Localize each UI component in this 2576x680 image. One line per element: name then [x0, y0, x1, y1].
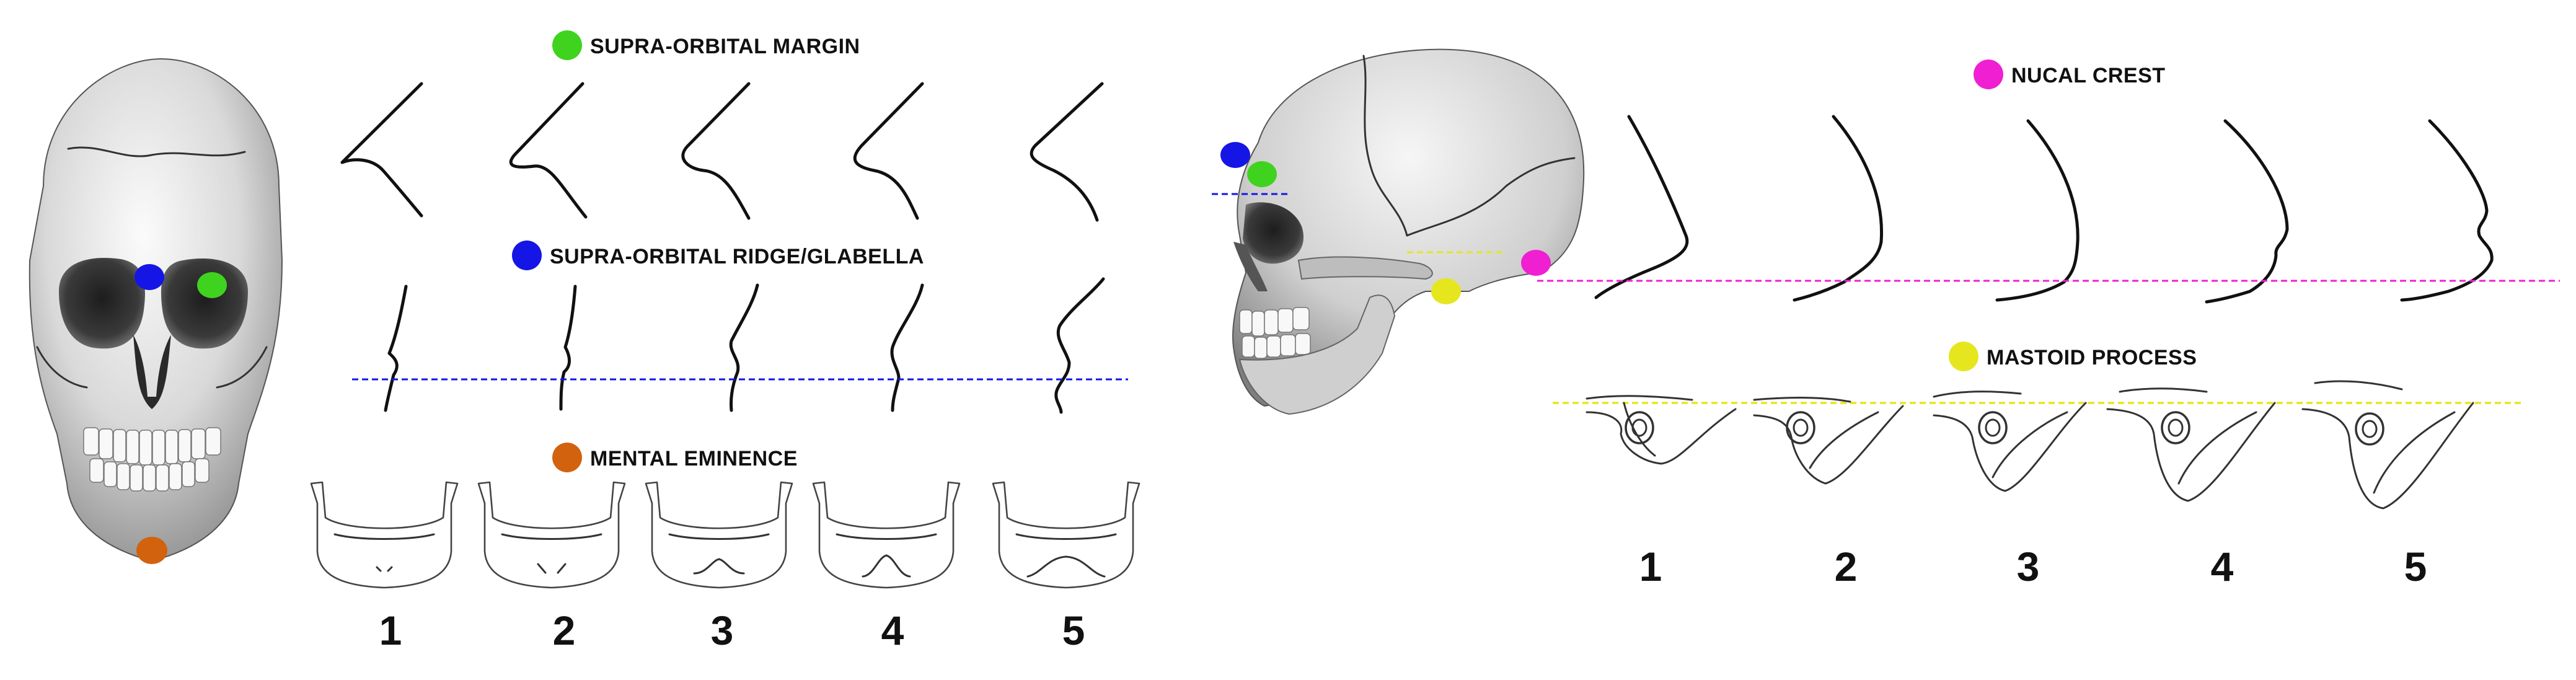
supra-orbital-margin-marker	[197, 272, 227, 298]
supra-orbital-margin-profile-5	[1030, 82, 1104, 222]
mandible-5	[992, 481, 1140, 589]
nucal-crest-header: NUCAL CREST	[1974, 60, 2166, 89]
nucal-crest-legend-dot	[1974, 60, 2003, 89]
glabella-marker	[135, 264, 164, 290]
right-score-1: 1	[1639, 544, 1662, 589]
left-score-numbers: 1 2 3 4 5	[379, 607, 1085, 653]
nucal-crest-profile-5	[2400, 119, 2494, 302]
mastoid-profile-5	[2301, 380, 2474, 510]
left-score-4: 4	[881, 607, 904, 653]
supra-orbital-margin-profile-2	[509, 82, 588, 219]
right-score-2: 2	[1835, 544, 1858, 589]
mastoid-process-profiles	[1586, 380, 2474, 510]
nucal-crest-profiles	[1594, 115, 2494, 304]
nucal-crest-profile-4	[2205, 119, 2289, 304]
mental-eminence-label: MENTAL EMINENCE	[590, 447, 798, 470]
left-score-1: 1	[379, 607, 402, 653]
mastoid-profile-4	[2106, 387, 2276, 502]
glabella-profile-3	[729, 283, 759, 412]
right-score-4: 4	[2211, 544, 2234, 589]
mandible-1	[310, 481, 459, 589]
glabella-profile-5	[1054, 277, 1105, 414]
glabella-label: SUPRA-ORBITAL RIDGE/GLABELLA	[550, 245, 924, 268]
mental-eminence-legend-dot	[552, 443, 582, 472]
mandible-2	[477, 481, 626, 589]
right-score-numbers: 1 2 3 4 5	[1639, 544, 2427, 589]
supra-orbital-margin-profile-3	[681, 82, 751, 220]
lateral-skull-icon	[1232, 48, 1585, 415]
left-score-3: 3	[711, 607, 734, 653]
glabella-profile-2	[559, 285, 577, 411]
mastoid-process-label: MASTOID PROCESS	[1987, 346, 2197, 369]
mastoid-profile-1	[1586, 395, 1737, 465]
mental-eminence-header: MENTAL EMINENCE	[552, 443, 798, 472]
mandible-4	[812, 481, 961, 589]
supra-orbital-margin-header: SUPRA-ORBITAL MARGIN	[552, 30, 860, 60]
supra-orbital-margin-profile-4	[853, 82, 924, 220]
mastoid-profile-2	[1753, 397, 1904, 485]
mental-eminence-marker	[136, 537, 167, 564]
right-score-3: 3	[2017, 544, 2040, 589]
mastoid-process-header: MASTOID PROCESS	[1949, 342, 2197, 371]
left-score-2: 2	[553, 607, 576, 653]
lateral-supra-orbital-marker	[1247, 161, 1277, 187]
mandible-3	[645, 481, 793, 589]
glabella-legend-dot	[512, 241, 542, 270]
glabella-profile-1	[384, 285, 408, 412]
nucal-crest-profile-2	[1793, 115, 1884, 302]
mental-eminence-mandibles	[310, 481, 1140, 589]
frontal-skull-icon	[29, 58, 283, 562]
right-score-5: 5	[2404, 544, 2427, 589]
glabella-profiles	[384, 277, 1105, 414]
mastoid-profile-3	[1933, 391, 2087, 492]
nucal-crest-profile-1	[1594, 115, 1689, 299]
mastoid-process-legend-dot	[1949, 342, 1978, 371]
supra-orbital-margin-label: SUPRA-ORBITAL MARGIN	[590, 35, 860, 58]
glabella-profile-4	[890, 283, 924, 412]
lateral-mastoid-marker	[1431, 278, 1461, 304]
lateral-glabella-marker	[1220, 142, 1250, 168]
lateral-nucal-crest-marker	[1521, 250, 1551, 276]
glabella-header: SUPRA-ORBITAL RIDGE/GLABELLA	[512, 241, 924, 270]
supra-orbital-margin-profiles	[340, 82, 1104, 222]
nucal-crest-label: NUCAL CREST	[2011, 64, 2166, 87]
supra-orbital-margin-legend-dot	[552, 30, 582, 60]
left-score-5: 5	[1062, 607, 1085, 653]
nucal-crest-profile-3	[1995, 119, 2080, 302]
supra-orbital-margin-profile-1	[340, 82, 423, 218]
